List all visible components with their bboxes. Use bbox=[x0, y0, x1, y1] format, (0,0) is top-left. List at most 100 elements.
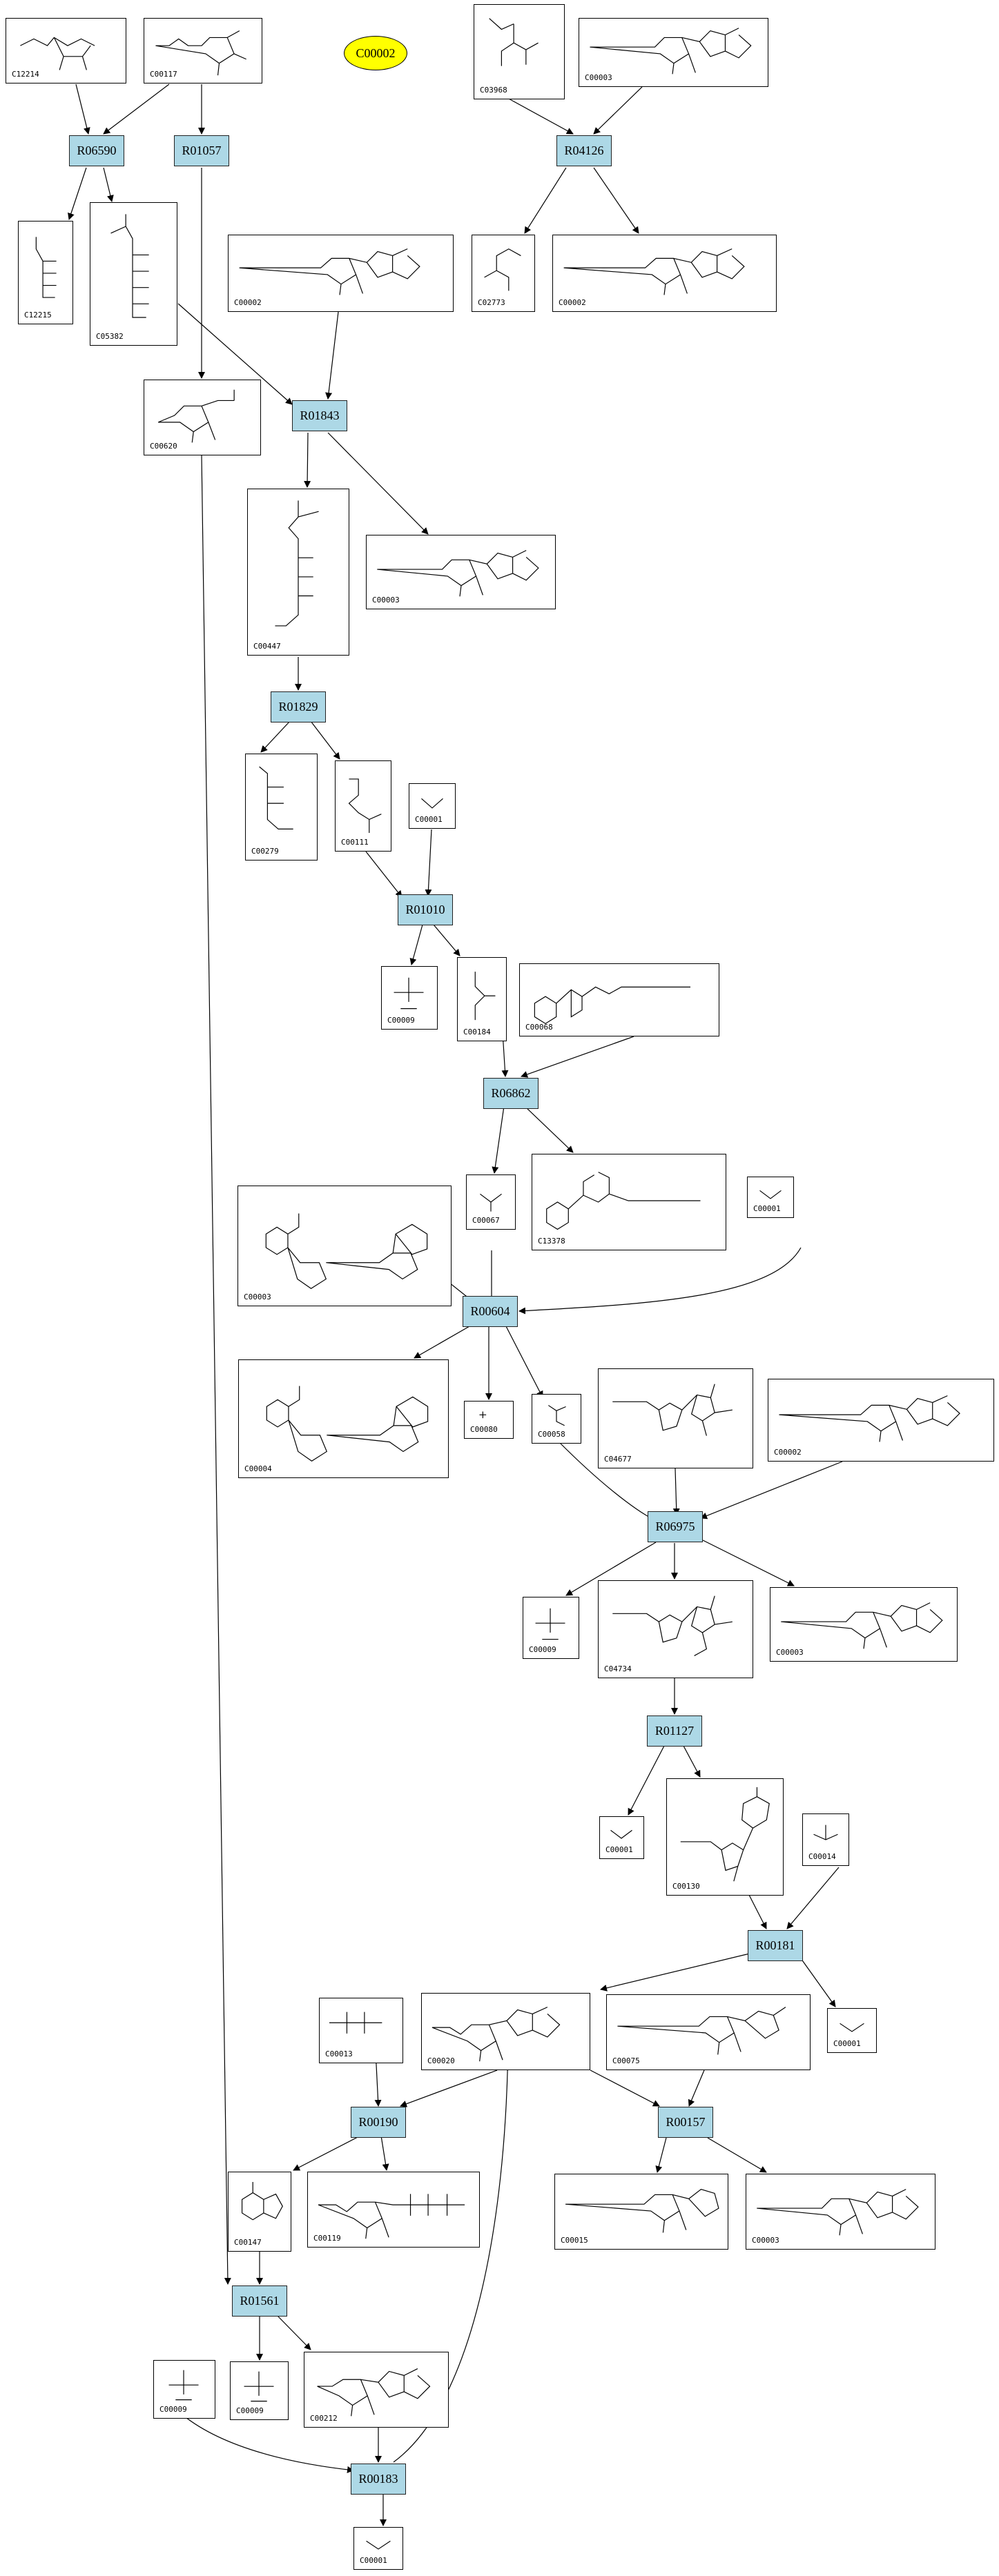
reaction-node[interactable]: R04126 bbox=[556, 135, 612, 166]
edge bbox=[177, 303, 293, 405]
compound-node[interactable]: C00003 bbox=[237, 1186, 452, 1306]
reaction-label: R00183 bbox=[358, 2472, 398, 2486]
reaction-node[interactable]: R06590 bbox=[69, 135, 124, 166]
compound-node[interactable]: C00058 bbox=[532, 1394, 581, 1444]
reaction-label: R00190 bbox=[358, 2115, 398, 2129]
compound-node[interactable]: C00147 bbox=[228, 2172, 291, 2252]
edge bbox=[683, 1745, 701, 1778]
compound-node[interactable]: C00002 bbox=[552, 235, 777, 312]
molecule-structure-icon bbox=[779, 1395, 960, 1442]
reaction-node[interactable]: R06975 bbox=[648, 1511, 703, 1542]
compound-id: C00003 bbox=[752, 2236, 779, 2245]
molecule-structure-icon bbox=[590, 28, 752, 75]
reaction-label: R01829 bbox=[278, 700, 318, 714]
compound-node[interactable]: C00003 bbox=[746, 2174, 935, 2250]
compound-node[interactable]: C00014 bbox=[802, 1813, 849, 1866]
compound-node[interactable]: C12214 bbox=[6, 18, 126, 83]
compound-id: C00013 bbox=[325, 2049, 353, 2058]
compound-node[interactable]: C00004 bbox=[238, 1359, 449, 1478]
compound-node[interactable]: C00001 bbox=[353, 2527, 403, 2570]
reaction-node[interactable]: R01829 bbox=[271, 691, 326, 722]
reaction-node[interactable]: R01843 bbox=[292, 400, 347, 431]
compound-node[interactable]: C00002 bbox=[768, 1379, 994, 1462]
edge bbox=[492, 1105, 505, 1174]
edge bbox=[672, 1468, 680, 1515]
molecule-structure-icon bbox=[110, 214, 149, 318]
compound-id: C00003 bbox=[244, 1292, 271, 1301]
compound-node[interactable]: C00015 bbox=[554, 2174, 728, 2250]
compound-node[interactable]: C02773 bbox=[472, 235, 535, 312]
reaction-label: R06590 bbox=[77, 144, 117, 157]
molecule-structure-icon bbox=[617, 2007, 786, 2055]
compound-id: C00002 bbox=[559, 298, 586, 307]
compound-id: C00001 bbox=[753, 1204, 781, 1213]
reaction-node[interactable]: R00190 bbox=[351, 2107, 406, 2138]
compound-node[interactable]: C00184 bbox=[457, 957, 507, 1041]
compound-id: C00001 bbox=[415, 815, 443, 824]
compound-node[interactable]: C00009 bbox=[381, 966, 438, 1030]
compound-node[interactable]: C00620 bbox=[144, 380, 261, 455]
compound-id: C12214 bbox=[12, 70, 39, 79]
compound-id: C00279 bbox=[251, 847, 279, 856]
compound-node[interactable]: C00013 bbox=[319, 1998, 403, 2063]
reaction-node[interactable]: R01010 bbox=[398, 894, 453, 925]
reaction-node[interactable]: R06862 bbox=[483, 1078, 539, 1109]
compound-node[interactable]: C13378 bbox=[532, 1154, 726, 1250]
compound-node[interactable]: C12215 bbox=[18, 221, 73, 324]
compound-id: C00001 bbox=[833, 2039, 861, 2048]
compound-node[interactable]: C00009 bbox=[230, 2361, 289, 2420]
molecule-structure-icon bbox=[35, 237, 57, 298]
compound-node[interactable]: C04734 bbox=[598, 1580, 753, 1678]
molecule-structure-icon bbox=[239, 248, 420, 295]
edge bbox=[628, 1745, 665, 1816]
edge bbox=[565, 1542, 657, 1596]
reaction-node[interactable]: R01561 bbox=[232, 2285, 287, 2317]
edge bbox=[524, 1105, 574, 1153]
compound-node[interactable]: C00111 bbox=[335, 760, 391, 852]
molecule-structure-icon bbox=[480, 1193, 502, 1212]
compound-node[interactable]: C00447 bbox=[247, 489, 349, 656]
compound-node[interactable]: C05382 bbox=[90, 202, 177, 346]
compound-node[interactable]: C00068 bbox=[519, 963, 719, 1036]
compound-node[interactable]: C00003 bbox=[366, 535, 556, 609]
compound-node[interactable]: C00001 bbox=[409, 783, 456, 829]
molecule-structure-icon bbox=[548, 1405, 566, 1426]
compound-node[interactable]: C00075 bbox=[606, 1994, 811, 2070]
edge bbox=[702, 1540, 795, 1586]
compound-node[interactable]: C00003 bbox=[770, 1587, 958, 1662]
reaction-label: R04126 bbox=[564, 144, 604, 157]
molecule-structure-icon bbox=[781, 1602, 943, 1649]
compound-node[interactable]: C00001 bbox=[747, 1177, 794, 1218]
compound-node[interactable]: C00001 bbox=[599, 1816, 644, 1859]
compound-node[interactable]: C00212 bbox=[304, 2352, 449, 2428]
compound-node[interactable]: C00119 bbox=[307, 2172, 480, 2248]
compound-node[interactable]: C03968 bbox=[474, 4, 565, 99]
compound-id: C00014 bbox=[808, 1852, 836, 1861]
compound-node[interactable]: C00279 bbox=[245, 754, 318, 861]
reaction-node[interactable]: R00181 bbox=[748, 1930, 803, 1961]
reaction-node[interactable]: R00183 bbox=[351, 2464, 406, 2495]
reaction-node[interactable]: R01057 bbox=[174, 135, 229, 166]
compound-node[interactable]: C00003 bbox=[579, 18, 768, 87]
reaction-node[interactable]: R01127 bbox=[647, 1715, 702, 1747]
edge bbox=[68, 167, 87, 220]
reaction-node[interactable]: R00604 bbox=[463, 1296, 518, 1327]
compound-id: C00147 bbox=[234, 2238, 262, 2247]
molecule-structure-icon bbox=[394, 977, 424, 1010]
focus-compound[interactable]: C00002 bbox=[344, 36, 407, 70]
compound-node[interactable]: C00020 bbox=[421, 1993, 590, 2070]
compound-node[interactable]: C00117 bbox=[144, 18, 262, 83]
molecule-structure-icon bbox=[759, 1190, 782, 1199]
compound-node[interactable]: C00067 bbox=[466, 1174, 516, 1230]
reaction-node[interactable]: R00157 bbox=[658, 2107, 713, 2138]
compound-node[interactable]: C00009 bbox=[153, 2360, 215, 2419]
compound-node[interactable]: C00130 bbox=[666, 1778, 784, 1896]
molecule-structure-icon bbox=[610, 1829, 632, 1839]
compound-node[interactable]: C00009 bbox=[523, 1597, 579, 1659]
compound-node[interactable]: C00080 bbox=[464, 1401, 514, 1439]
compound-node[interactable]: C00001 bbox=[827, 2008, 877, 2053]
edge bbox=[325, 311, 339, 400]
compound-node[interactable]: C04677 bbox=[598, 1368, 753, 1468]
compound-node[interactable]: C00002 bbox=[228, 235, 454, 312]
edge bbox=[518, 1247, 802, 1315]
